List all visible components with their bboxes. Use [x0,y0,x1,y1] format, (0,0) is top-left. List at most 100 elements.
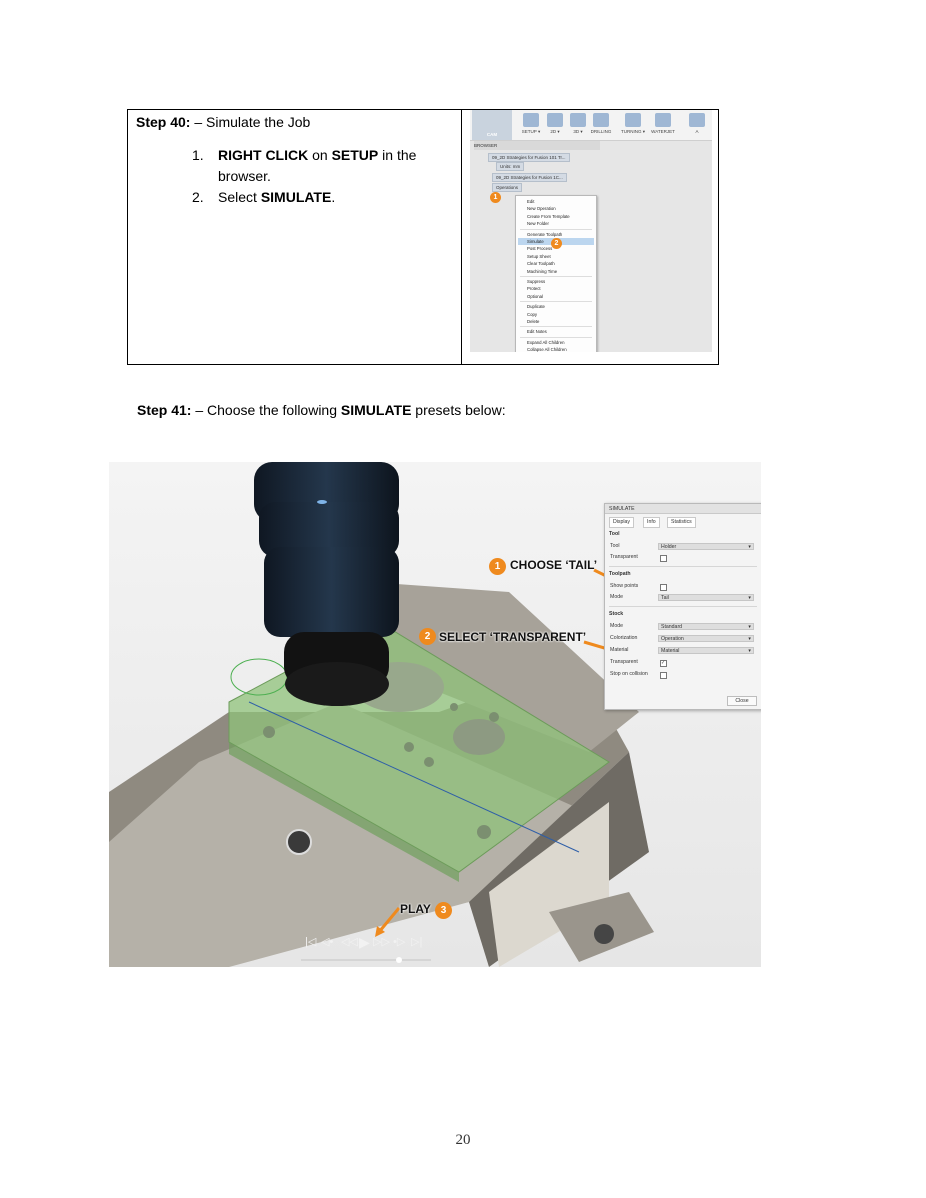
toolbar-icon [689,113,705,127]
callout-play: PLAY [400,902,431,916]
menu-item[interactable]: Optional [527,293,544,299]
menu-separator [520,326,592,328]
toolpath-mode-select[interactable]: Tail▾ [658,594,754,601]
play-icon[interactable]: ▶ [359,934,370,950]
menu-item[interactable]: Copy [527,311,538,317]
toolbar-item[interactable]: A [684,113,710,134]
menu-item[interactable]: New Operation [527,206,556,212]
menu-item[interactable]: Protect [527,286,541,292]
browser-tree-item[interactable]: 09_2D Strategies for Fusion 1C... [492,173,567,182]
step40-instructions: Step 40: – Simulate the Job 1.RIGHT CLIC… [136,112,456,208]
browser-tree-item[interactable]: Units: mm [496,162,525,171]
toolpath-line [248,701,580,853]
stop-on-collision-checkbox[interactable] [660,672,667,679]
tab-display[interactable]: Display [609,517,635,528]
material-row: Material Material▾ [610,646,756,655]
toolbar-item[interactable]: WATERJET [650,113,676,134]
menu-item[interactable]: Duplicate [527,304,545,310]
divider [609,566,757,567]
bold-text: SIMULATE [260,189,332,205]
tab-info[interactable]: Info [643,517,660,528]
menu-separator [520,228,592,230]
material-label: Material [610,647,629,653]
show-points-row: Show points [610,582,756,591]
menu-item[interactable]: Edit Notes [527,329,547,335]
colorization-row: Colorization Operation▾ [610,634,756,643]
simulate-panel-header: SIMULATE [605,504,761,514]
playback-controls: |◁ ◁• ◁◁ ▶ ▷▷ •▷ ▷| [301,934,441,950]
stock-mode-select[interactable]: Standard▾ [658,623,754,630]
step-badge: 1 [490,192,501,203]
menu-item[interactable]: Create From Template [527,213,570,219]
menu-item[interactable]: Collapse All Children [527,347,567,352]
tool-row: Tool Holder▾ [610,542,756,551]
menu-item[interactable]: Edit [527,199,535,204]
toolbar-icon [655,113,671,127]
stock-transparent-checkbox[interactable] [660,659,667,668]
toolbar-label: TURNING ▾ [620,129,645,134]
step40-item: 1.RIGHT CLICK on SETUP in the browser. [192,145,456,187]
divider [609,606,757,607]
simulate-title: SIMULATE [609,506,635,512]
toolbar-icon [593,113,609,127]
step-badge: 2 [551,238,562,249]
tree-item-label: Units: mm [496,162,525,171]
toolbar-item[interactable]: SETUP ▾ [518,113,544,135]
toolbar-item[interactable]: TURNING ▾ [620,113,646,135]
toolbar-icon [547,113,563,127]
colorization-label: Colorization [610,635,638,641]
step40-title: Step 40: – Simulate the Job [136,112,456,133]
simulation-image: SIMULATE Display Info Statistics Tool To… [109,462,761,967]
toolbar-item[interactable]: 3D ▾ [565,113,591,135]
menu-item[interactable]: New Folder [527,221,549,227]
tool-transparent-label: Transparent [610,554,638,560]
tool-section[interactable]: Tool [609,531,620,537]
chevron-down-icon: ▾ [748,624,751,630]
browser-tree-item[interactable]: Operations [492,183,523,192]
menu-item[interactable]: Generate Toolpath [527,231,563,237]
skip-start-icon[interactable]: |◁ [305,936,317,948]
stop-on-collision-row: Stop on collision [610,670,756,679]
stock-section[interactable]: Stock [609,611,624,617]
colorization-select[interactable]: Operation▾ [658,635,754,642]
menu-separator [520,276,592,277]
text: on [308,147,332,163]
step40-title-text: – Simulate the Job [190,114,311,130]
toolbar-item[interactable]: 2D ▾ [542,113,568,135]
toolbar-icon [570,113,586,127]
callout-select-transparent: SELECT ‘TRANSPARENT’ [439,630,587,644]
show-points-label: Show points [610,583,639,589]
tree-item-label: 09_2D Strategies for Fusion 101 Tr... [488,153,570,162]
skip-end-icon[interactable]: ▷| [411,936,423,948]
toolpath-section[interactable]: Toolpath [609,571,631,577]
menu-item[interactable]: Expand All Children [527,339,565,345]
toolbar-label: CAM [486,132,498,137]
menu-item[interactable]: Setup Sheet [527,253,551,259]
step40-label: Step 40: [136,114,191,130]
step40-step-list: 1.RIGHT CLICK on SETUP in the browser.2.… [136,145,456,208]
menu-item[interactable]: Clear Toolpath [527,261,555,267]
close-button[interactable]: Close [727,696,757,706]
rewind-icon[interactable]: ◁◁ [341,936,358,948]
stock-transparent-row: Transparent [610,658,756,668]
fast-forward-icon[interactable]: ▷▷ [373,936,390,948]
menu-item[interactable]: Delete [527,319,540,324]
browser-tree-item[interactable]: 09_2D Strategies for Fusion 101 Tr... [488,153,570,162]
menu-item[interactable]: Post Process [527,246,553,252]
callout-badge-3: 3 [435,902,452,919]
step41-text-before: – Choose the following [191,402,341,418]
toolbar-item[interactable]: DRILLING [588,113,614,134]
tool-label: Tool [610,543,620,549]
step-back-icon[interactable]: ◁• [321,936,334,948]
menu-item[interactable]: Machining Time [527,268,558,274]
tool-select[interactable]: Holder▾ [658,543,754,550]
toolpath-mode-label: Mode [610,594,623,600]
toolbar-item[interactable]: CAM [472,110,512,140]
menu-item[interactable]: Suppress [527,279,546,284]
step-forward-icon[interactable]: •▷ [393,936,406,948]
show-points-checkbox[interactable] [660,584,667,591]
tool-transparent-checkbox[interactable] [660,555,667,562]
tab-statistics[interactable]: Statistics [667,517,696,528]
material-select[interactable]: Material▾ [658,647,754,654]
